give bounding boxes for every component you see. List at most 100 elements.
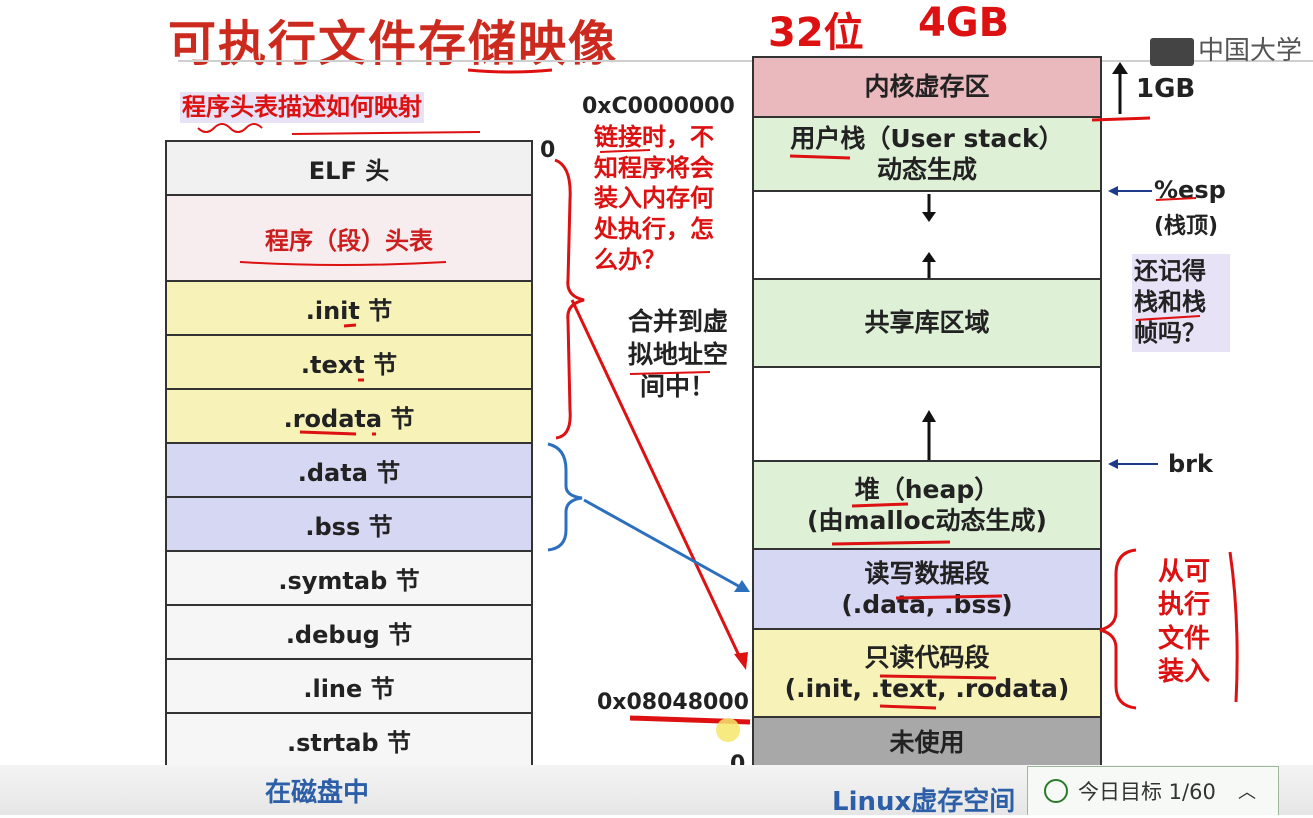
note-underline: [291, 131, 481, 135]
elf-row: .symtab 节: [167, 552, 531, 606]
note-line: 栈和栈: [1134, 288, 1206, 317]
link-time-note: 链接时，不 知程序将会 装入内存何 处执行，怎 么办？: [594, 122, 714, 276]
title-divider: [178, 60, 1313, 62]
stack-frame-note: 还记得 栈和栈 帧吗？: [1132, 254, 1230, 352]
mem-region-rw-data: 读写数据段 (.data, .bss): [754, 550, 1100, 630]
kernel-underline: [1091, 116, 1151, 122]
daily-goal-widget[interactable]: 今日目标 1/60 ︿: [1027, 766, 1279, 815]
memory-caption-front: Linux虚存空间: [832, 787, 1016, 817]
daily-goal-text: 今日目标 1/60: [1078, 780, 1216, 804]
on-disk-caption-front: 在磁盘中: [265, 778, 370, 808]
region-label: 读写数据段: [864, 558, 990, 588]
address-bottom: 0x08048000: [597, 690, 749, 715]
mem-region-heap: 堆（heap） (由malloc动态生成): [754, 462, 1100, 550]
data-segment-underline: [895, 594, 1003, 600]
mem-region-free-lower: [754, 368, 1100, 462]
virtual-memory-map: 内核虚存区 用户栈（User stack） 动态生成 共享库区域 堆（heap）…: [752, 56, 1102, 770]
note-wavy-underline: [197, 123, 263, 133]
load-from-executable-note: 从可 执行 文件 装入: [1158, 556, 1210, 689]
note-line: 从可: [1158, 557, 1211, 587]
region-sublabel: (.data, .bss): [841, 590, 1013, 619]
heap-underline: [851, 502, 909, 508]
code-segment-underline: [879, 674, 997, 680]
region-sublabel: (.init, .text, .rodata): [784, 674, 1070, 703]
elf-table: ELF 头 程序（段）头表 .init 节 .text 节 .rodata 节 …: [165, 140, 533, 768]
region-sublabel: (由malloc动态生成): [807, 506, 1047, 535]
mem-region-user-stack: 用户栈（User stack） 动态生成: [754, 118, 1100, 192]
region-label: 共享库区域: [864, 308, 990, 338]
elf-row: .bss 节: [167, 498, 531, 552]
note-line: 装入: [1158, 656, 1211, 687]
code-map-arrow: [570, 299, 744, 663]
note-line: 链接时，不: [594, 123, 714, 151]
elf-row: .data 节: [167, 444, 531, 498]
elf-row: .rodata 节: [167, 390, 531, 444]
note-line: 文件: [1158, 623, 1211, 654]
logo-icon: [1150, 37, 1194, 66]
handwritten-4gb: 4GB: [918, 0, 1010, 46]
elf-offset-zero: 0: [540, 138, 556, 163]
elf-row: ELF 头: [167, 142, 531, 196]
heap-growth-arrow: [922, 410, 936, 460]
mem-region-kernel: 内核虚存区: [754, 58, 1100, 118]
note-line: 知程序将会: [594, 153, 714, 182]
region-label: 只读代码段: [864, 642, 990, 672]
mem-region-free-upper: [754, 192, 1100, 280]
load-note-bracket: [1228, 551, 1239, 703]
rodata-underline: [299, 430, 357, 436]
esp-description: (栈顶): [1154, 214, 1219, 239]
slide-title: 可执行文件存储映像: [168, 16, 619, 72]
logo-text: 中国大学: [1198, 36, 1303, 66]
cursor-highlight: [716, 718, 740, 742]
mem-region-shared-libs: 共享库区域: [754, 280, 1100, 368]
brk-label: brk: [1168, 450, 1213, 478]
elf-row: .strtab 节: [167, 714, 531, 766]
note-line: 还记得: [1134, 257, 1206, 285]
handwritten-32bit: 32位: [768, 10, 864, 56]
region-label: 堆（heap）: [854, 474, 1000, 504]
merge-underline: [629, 371, 711, 375]
link-underline: [599, 149, 651, 153]
elf-row: .debug 节: [167, 606, 531, 660]
address-top: 0xC0000000: [582, 94, 735, 119]
note-line: 处执行，怎: [594, 215, 714, 244]
region-label: 内核虚存区: [864, 72, 990, 102]
title-underline: [467, 68, 553, 74]
load-region-brace: [1099, 548, 1137, 710]
mem-region-unused: 未使用: [754, 718, 1100, 768]
note-line: 装入内存何: [594, 184, 714, 213]
progress-ring-icon: [1044, 779, 1068, 803]
kernel-size-arrow: [1112, 62, 1128, 114]
note-line: 合并到虚: [628, 307, 729, 336]
stack-underline: [789, 154, 851, 160]
note-line: 么办？: [594, 245, 666, 274]
stack-growth-arrows: [922, 194, 936, 278]
merge-note: 合并到虚 拟地址空 间中！: [628, 306, 728, 404]
init-mark: [343, 323, 357, 328]
region-label: 未使用: [889, 728, 965, 758]
malloc-underline: [831, 540, 951, 546]
elf-row: .text 节: [167, 336, 531, 390]
brk-pointer-arrow: [1108, 459, 1158, 469]
kernel-size-label: 1GB: [1136, 74, 1196, 104]
note-line: 执行: [1158, 590, 1211, 621]
data-segment-brace: [547, 442, 583, 552]
program-header-note: 程序头表描述如何映射: [180, 92, 424, 123]
note-line: 拟地址空: [628, 339, 729, 369]
region-label: 用户栈（User stack）: [790, 123, 1064, 153]
header-table-underline: [239, 261, 447, 266]
note-line: 间中！: [640, 372, 716, 401]
data-map-arrow: [583, 498, 743, 590]
note-line: 帧吗？: [1134, 319, 1206, 348]
university-logo: 中国大学: [1150, 30, 1302, 67]
elf-row: 程序（段）头表: [167, 196, 531, 282]
elf-row: .line 节: [167, 660, 531, 714]
esp-pointer-arrow: [1108, 186, 1152, 196]
esp-underline: [1155, 197, 1197, 201]
mem-region-ro-code: 只读代码段 (.init, .text, .rodata): [754, 630, 1100, 718]
region-sublabel: 动态生成: [876, 155, 977, 184]
code-segment-brace: [554, 158, 585, 440]
chevron-up-icon[interactable]: ︿: [1238, 782, 1256, 803]
text-underline: [879, 704, 937, 710]
